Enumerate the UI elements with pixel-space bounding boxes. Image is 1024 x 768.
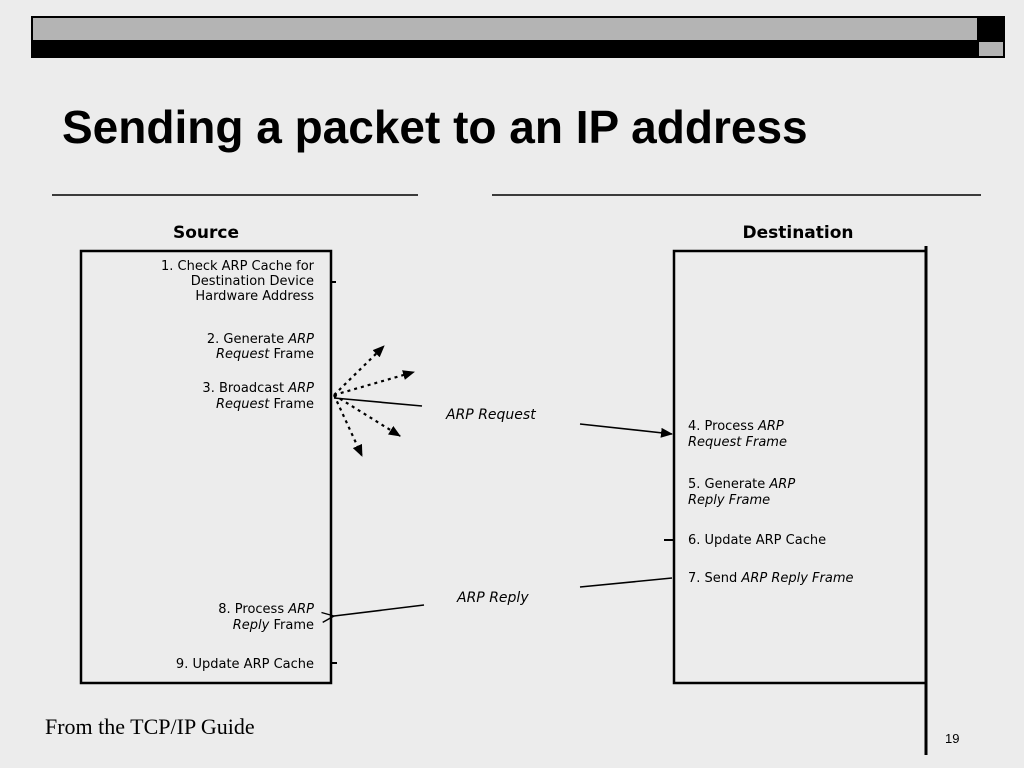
arp-request-label: ARP Request xyxy=(445,407,536,423)
top-banner-gray-bar xyxy=(33,18,977,40)
destination-box xyxy=(672,249,928,685)
slide-footer-source: From the TCP/IP Guide xyxy=(45,714,255,739)
arp-request-arrow xyxy=(579,423,673,438)
destination-step-7: 7. Send ARP Reply Frame xyxy=(688,571,854,586)
source-header: Source xyxy=(173,223,239,243)
source-step-3-line2: Request Frame xyxy=(216,397,314,412)
source-step-8: 8. Process ARP xyxy=(218,602,314,617)
top-banner-corner-square xyxy=(979,42,1003,56)
arp-request-line-start xyxy=(333,397,423,407)
source-step-1: 1. Check ARP Cache for xyxy=(161,259,315,274)
broadcast-arrow-1 xyxy=(333,345,385,396)
source-step-3: 3. Broadcast ARP xyxy=(202,381,314,396)
destination-step-6: 6. Update ARP Cache xyxy=(688,533,826,548)
source-step-1-line2: Destination Device xyxy=(191,274,314,289)
source-step-2: 2. Generate ARP xyxy=(207,332,314,347)
source-step-1-line3: Hardware Address xyxy=(195,289,314,304)
slide-title: Sending a packet to an IP address xyxy=(62,101,808,153)
arp-reply-line-start xyxy=(579,577,673,588)
broadcast-arrows xyxy=(333,345,415,457)
broadcast-arrow-3 xyxy=(333,394,401,437)
source-step-2-line2: Request Frame xyxy=(216,347,314,362)
destination-step-5-line2: Reply Frame xyxy=(688,493,770,508)
destination-step-4: 4. Process ARP xyxy=(688,419,784,434)
destination-step-5: 5. Generate ARP xyxy=(688,477,795,492)
page-number: 19 xyxy=(945,731,960,746)
destination-header: Destination xyxy=(742,223,853,243)
top-banner xyxy=(31,16,1005,58)
source-step-8-line2: Reply Frame xyxy=(233,618,314,633)
arp-reply-label: ARP Reply xyxy=(456,590,529,606)
source-box xyxy=(79,249,333,685)
source-step-9: 9. Update ARP Cache xyxy=(176,657,314,672)
arp-reply-arrow xyxy=(334,604,425,616)
destination-step-4-line2: Request Frame xyxy=(688,435,787,450)
